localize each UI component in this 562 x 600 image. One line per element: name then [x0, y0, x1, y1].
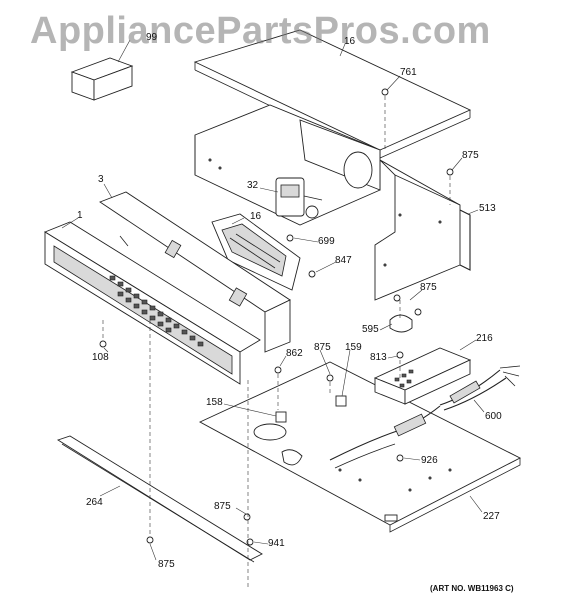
callout-595: 595: [362, 324, 379, 335]
callout-16: 16: [250, 211, 262, 222]
part-513-side-panel: [459, 209, 471, 271]
part-264-trim-strip: [56, 435, 263, 563]
callout-1: 1: [77, 210, 83, 221]
part-159-sensor: [335, 395, 347, 407]
watermark: AppliancePartsPros.com: [30, 10, 491, 52]
callout-941: 941: [268, 538, 285, 549]
callout-16-top: 16: [344, 36, 356, 47]
art-number: (ART NO. WB11963 C): [430, 584, 514, 593]
callout-3: 3: [98, 174, 104, 185]
part-3-backer: [99, 191, 291, 353]
part-99-box: [70, 57, 134, 101]
callout-926: 926: [421, 455, 438, 466]
alignment-lines: [102, 96, 451, 590]
callout-699: 699: [318, 236, 335, 247]
part-1-control-panel: [44, 221, 261, 385]
callout-99: 99: [146, 32, 158, 43]
control-panel-keypad: [109, 275, 204, 347]
callout-862: 862: [286, 348, 303, 359]
callout-159: 159: [345, 342, 362, 353]
part-595-clamp: [389, 314, 413, 333]
callout-875: 875: [214, 501, 231, 512]
callout-761: 761: [400, 67, 417, 78]
callout-875: 875: [314, 342, 331, 353]
callout-216: 216: [476, 333, 493, 344]
part-housing: [194, 104, 461, 301]
leader-lines: [61, 39, 485, 561]
callout-875: 875: [158, 559, 175, 570]
part-227-bottom-tray: [198, 361, 521, 533]
callout-875: 875: [462, 150, 479, 161]
callout-108: 108: [92, 352, 109, 363]
callout-813: 813: [370, 352, 387, 363]
part-600-wire-harness: [329, 365, 521, 469]
part-216-relay-box: [373, 347, 472, 405]
part-158-sensor: [275, 411, 287, 423]
callout-600: 600: [485, 411, 502, 422]
callout-875: 875: [420, 282, 437, 293]
callout-227: 227: [483, 511, 500, 522]
callout-847: 847: [335, 255, 352, 266]
callout-158: 158: [206, 397, 223, 408]
callout-264: 264: [86, 497, 103, 508]
callout-513: 513: [479, 203, 496, 214]
part-32-motor: [275, 177, 323, 219]
screw-hardware: [99, 88, 454, 546]
part-16-control-board: [211, 213, 301, 291]
callout-32: 32: [247, 180, 259, 191]
